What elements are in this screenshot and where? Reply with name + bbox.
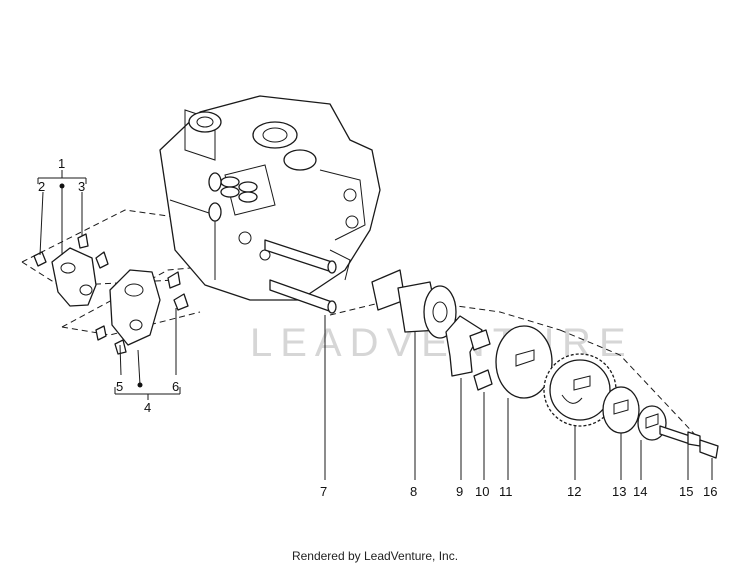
cylinder-head [159,95,381,301]
callout-15: 15 [679,484,693,499]
bolts-10 [469,329,493,391]
callout-7: 7 [320,484,327,499]
render-credit: Rendered by LeadVenture, Inc. [291,549,459,563]
callout-1: 1 [58,156,65,171]
callout-14: 14 [633,484,647,499]
callout-9: 9 [456,484,463,499]
long-bolts [659,425,719,459]
callout-4: 4 [144,400,151,415]
camshaft [371,269,457,339]
callout-13: 13 [612,484,626,499]
leader-dot-bottom [137,382,143,388]
callout-12: 12 [567,484,581,499]
callout-5: 5 [116,379,123,394]
disc-11 [495,325,553,399]
push-rods [264,239,337,314]
callout-8: 8 [410,484,417,499]
washers [602,386,667,441]
rocker-arm-assembly [33,233,189,355]
leader-dot-top [59,183,65,189]
callout-6: 6 [172,379,179,394]
callout-11: 11 [499,484,513,499]
cam-gear [543,353,617,427]
callout-2: 2 [38,179,45,194]
leader-lines [37,170,713,480]
callout-16: 16 [703,484,717,499]
callout-10: 10 [475,484,489,499]
callout-3: 3 [78,179,85,194]
thrust-plate [445,315,483,377]
